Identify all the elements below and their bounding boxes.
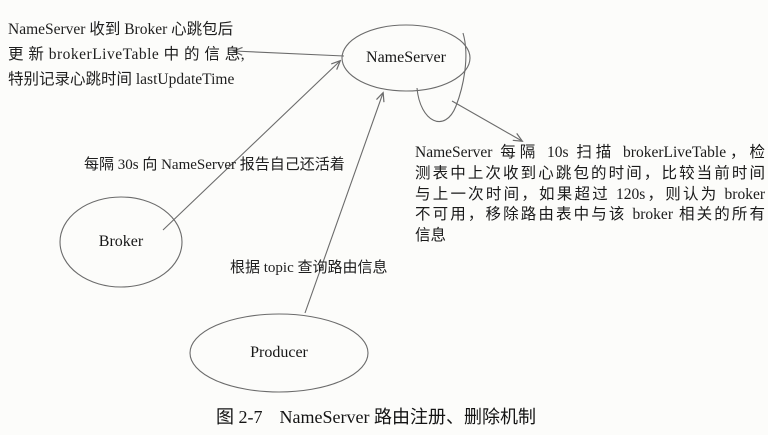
heartbeat-update-note-line2: 更 新 brokerLiveTable 中 的 信 息, [8, 46, 246, 63]
scan-remove-note-line4: 不可用，移除路由表中与该 broker 相关的所有 [415, 206, 765, 224]
topic-query-label: 根据 topic 查询路由信息 [230, 260, 388, 276]
nameserver-self-loop [416, 32, 467, 123]
scan-remove-note-line5: 信息 [415, 227, 447, 245]
heartbeat-update-note-line3: 特别记录心跳时间 lastUpdateTime [8, 71, 235, 88]
scan-remove-note-line2: 测表中上次收到心跳包的时间，比较当前时间 [415, 164, 765, 182]
nameserver-node-label: NameServer [366, 49, 446, 66]
broker-ellipse [59, 196, 183, 288]
broker-to-nameserver-arrow [162, 61, 340, 231]
figure-caption-title: NameServer 路由注册、删除机制 [279, 407, 536, 427]
broker-node-label: Broker [98, 233, 144, 250]
figure-caption-number: 图 2-7 [216, 407, 263, 427]
selfloop-to-scan-note-arrow [451, 100, 522, 141]
figure-caption: 图 2-7 NameServer 路由注册、删除机制 [216, 403, 536, 429]
scan-remove-note: NameServer 每隔 10s 扫描 brokerLiveTable，检 测… [415, 143, 765, 247]
scan-remove-note-line3: 与上一次时间，如果超过 120s，则认为 broker [415, 185, 765, 203]
broker-report-label: 每隔 30s 向 NameServer 报告自己还活着 [84, 157, 345, 173]
heartbeat-update-note-line1: NameServer 收到 Broker 心跳包后 [8, 21, 234, 38]
producer-ellipse [189, 313, 369, 393]
producer-to-nameserver-arrow [304, 93, 383, 314]
scan-remove-note-line1: NameServer 每隔 10s 扫描 brokerLiveTable，检 [415, 144, 765, 161]
nameserver-to-heartbeat-note-arrow [234, 51, 345, 57]
heartbeat-update-note: NameServer 收到 Broker 心跳包后 更 新 brokerLive… [8, 17, 245, 92]
nameserver-ellipse [341, 24, 471, 92]
producer-node-label: Producer [250, 344, 308, 361]
